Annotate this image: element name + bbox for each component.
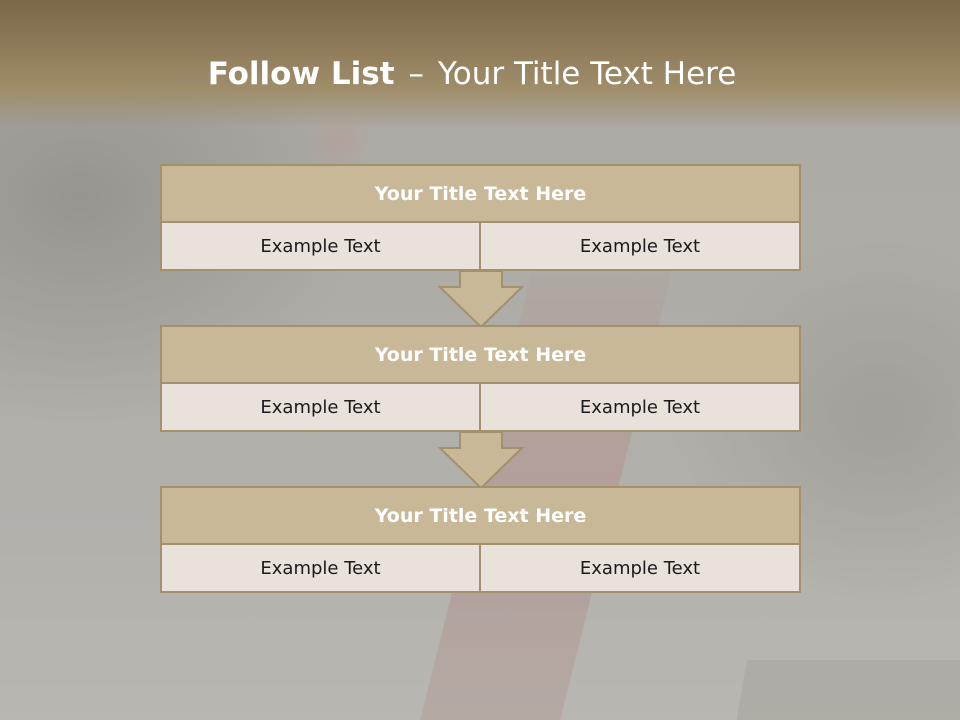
slide-title: Follow List– Your Title Text Here: [0, 56, 944, 92]
down-arrow-icon: [438, 271, 524, 329]
slide-title-rest: Your Title Text Here: [437, 56, 737, 92]
flow-block-title: Your Title Text Here: [160, 486, 801, 545]
flow-block-left-cell: Example Text: [160, 382, 481, 432]
slide-title-dash: –: [408, 56, 425, 92]
flow-block-title: Your Title Text Here: [160, 164, 801, 223]
flow-block-title: Your Title Text Here: [160, 325, 801, 384]
flow-block-right-cell: Example Text: [479, 221, 801, 271]
down-arrow-icon: [438, 432, 524, 490]
slide-title-bold: Follow List: [207, 56, 395, 92]
header-band: [0, 0, 960, 128]
flow-block-left-cell: Example Text: [160, 543, 481, 593]
flow-block-right-cell: Example Text: [479, 543, 801, 593]
flow-block-right-cell: Example Text: [479, 382, 801, 432]
flow-block-left-cell: Example Text: [160, 221, 481, 271]
